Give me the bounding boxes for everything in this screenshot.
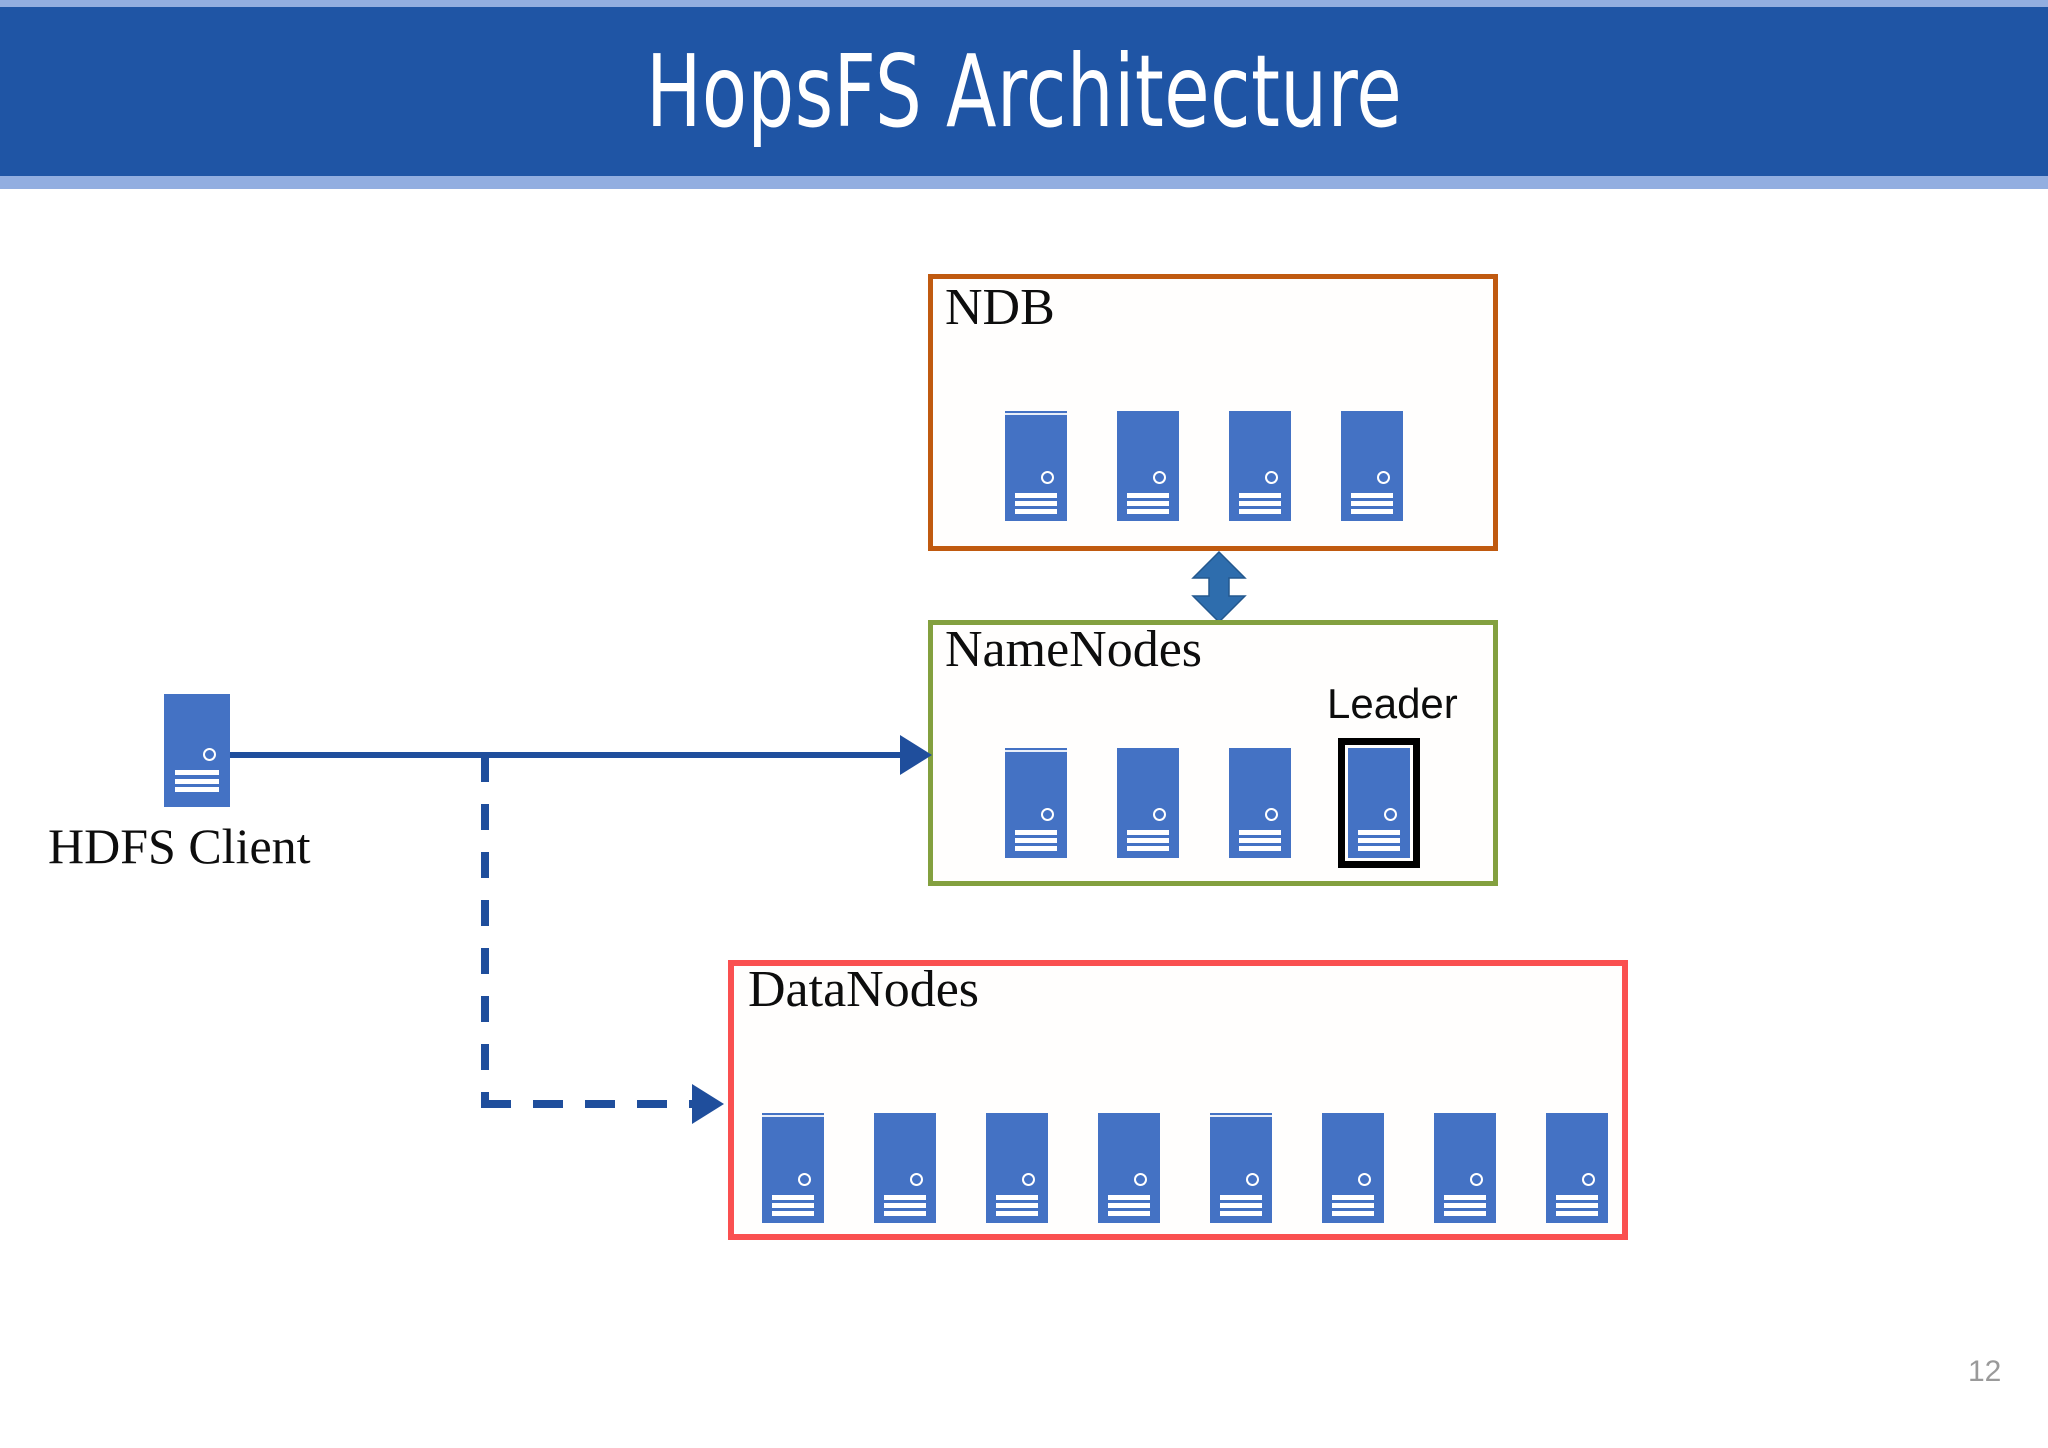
server-vent-bars-icon	[1108, 1195, 1150, 1216]
page-title: HopsFS Architecture	[645, 32, 1403, 150]
server-top-stripe	[1005, 750, 1067, 752]
hdfs-client-node[interactable]	[164, 694, 230, 807]
hdfs-client-label: HDFS Client	[48, 818, 311, 874]
server-vent-bars-icon	[1015, 830, 1057, 851]
ndb-namenodes-bidirectional-arrow-icon	[1191, 551, 1247, 623]
datanode-6[interactable]	[1322, 1113, 1384, 1223]
server-status-led-icon	[1246, 1173, 1259, 1186]
ndb-group-label: NDB	[945, 279, 1055, 336]
server-vent-bars-icon	[1239, 830, 1281, 851]
datanode-7[interactable]	[1434, 1113, 1496, 1223]
server-top-stripe	[1210, 1115, 1272, 1117]
server-status-led-icon	[1470, 1173, 1483, 1186]
namenode-1[interactable]	[1005, 748, 1067, 858]
server-vent-bars-icon	[1127, 830, 1169, 851]
client-to-datanodes-arrowhead-icon	[692, 1084, 724, 1124]
server-vent-bars-icon	[1015, 493, 1057, 514]
slide-title-banner-inner: HopsFS Architecture	[0, 7, 2048, 176]
server-status-led-icon	[1022, 1173, 1035, 1186]
server-status-led-icon	[1134, 1173, 1147, 1186]
namenode-3[interactable]	[1229, 748, 1291, 858]
page-number: 12	[1968, 1355, 2002, 1388]
namenode-2[interactable]	[1117, 748, 1179, 858]
server-status-led-icon	[910, 1173, 923, 1186]
server-top-stripe	[762, 1115, 824, 1117]
server-status-led-icon	[1265, 808, 1278, 821]
server-vent-bars-icon	[772, 1195, 814, 1216]
client-to-datanodes-dashed-horizontal	[481, 1100, 696, 1108]
slide-title-banner: HopsFS Architecture	[0, 0, 2048, 189]
ndb-node-3[interactable]	[1229, 411, 1291, 521]
server-status-led-icon	[1384, 808, 1397, 821]
server-vent-bars-icon	[996, 1195, 1038, 1216]
server-status-led-icon	[1265, 471, 1278, 484]
ndb-node-2[interactable]	[1117, 411, 1179, 521]
server-status-led-icon	[1358, 1173, 1371, 1186]
server-status-led-icon	[1377, 471, 1390, 484]
server-vent-bars-icon	[1444, 1195, 1486, 1216]
server-vent-bars-icon	[1358, 830, 1400, 851]
server-vent-bars-icon	[1220, 1195, 1262, 1216]
leader-label: Leader	[1327, 680, 1458, 727]
server-status-led-icon	[1041, 808, 1054, 821]
namenodes-group-label: NameNodes	[945, 621, 1203, 678]
server-vent-bars-icon	[884, 1195, 926, 1216]
server-status-led-icon	[798, 1173, 811, 1186]
server-vent-bars-icon	[1556, 1195, 1598, 1216]
datanode-5[interactable]	[1210, 1113, 1272, 1223]
datanode-2[interactable]	[874, 1113, 936, 1223]
server-status-led-icon	[1582, 1173, 1595, 1186]
ndb-node-1[interactable]	[1005, 411, 1067, 521]
server-vent-bars-icon	[1332, 1195, 1374, 1216]
server-top-stripe	[1005, 413, 1067, 415]
server-vent-bars-icon	[175, 770, 219, 792]
server-status-led-icon	[203, 748, 216, 761]
client-to-namenodes-line	[230, 752, 920, 758]
server-vent-bars-icon	[1351, 493, 1393, 514]
client-to-namenodes-arrowhead-icon	[900, 735, 932, 775]
server-status-led-icon	[1153, 808, 1166, 821]
server-status-led-icon	[1041, 471, 1054, 484]
ndb-node-4[interactable]	[1341, 411, 1403, 521]
server-status-led-icon	[1153, 471, 1166, 484]
client-to-datanodes-dashed-vertical	[481, 756, 489, 1108]
datanode-4[interactable]	[1098, 1113, 1160, 1223]
server-vent-bars-icon	[1127, 493, 1169, 514]
datanodes-group-label: DataNodes	[748, 961, 980, 1018]
datanode-3[interactable]	[986, 1113, 1048, 1223]
datanode-8[interactable]	[1546, 1113, 1608, 1223]
datanode-1[interactable]	[762, 1113, 824, 1223]
server-vent-bars-icon	[1239, 493, 1281, 514]
namenode-leader[interactable]	[1338, 738, 1420, 868]
